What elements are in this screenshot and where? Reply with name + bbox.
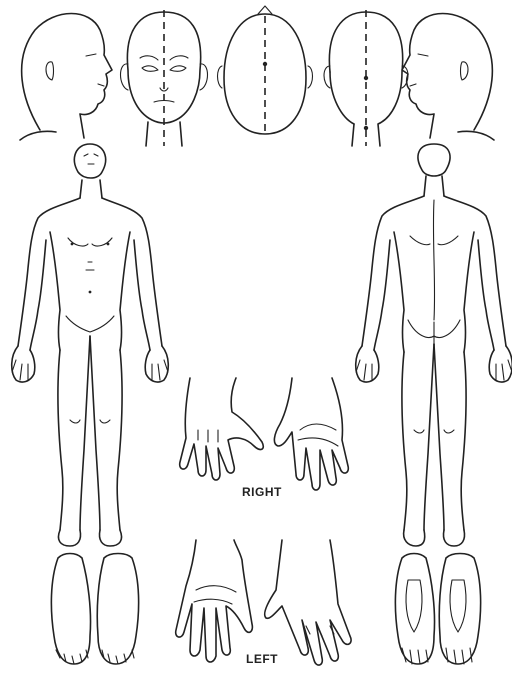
head-top (218, 6, 313, 134)
head-back (324, 10, 408, 146)
body-front (12, 144, 169, 546)
head-front (121, 10, 208, 146)
hands-left-group (176, 540, 351, 665)
hands-right-group (180, 378, 349, 490)
head-right-profile (20, 14, 112, 141)
label-left: LEFT (246, 652, 278, 666)
feet-top (51, 554, 138, 665)
label-right: RIGHT (242, 485, 282, 499)
head-left-profile (402, 14, 494, 141)
feet-soles (395, 554, 480, 665)
body-back (356, 144, 512, 546)
